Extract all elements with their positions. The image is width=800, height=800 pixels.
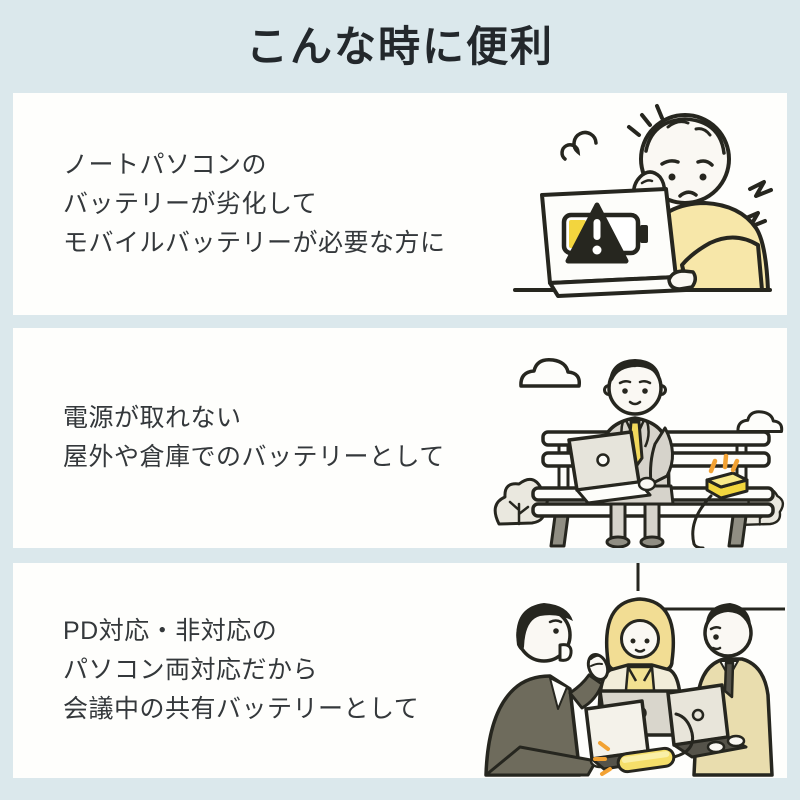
power-bank bbox=[705, 471, 749, 500]
right-man-hand bbox=[706, 740, 726, 754]
person-hair bbox=[644, 117, 726, 155]
man-hair bbox=[608, 359, 662, 386]
text-line: 屋外や倉庫でのバッテリーとして bbox=[63, 443, 445, 471]
left-man-shirt bbox=[549, 677, 568, 710]
left-man-hair bbox=[516, 603, 573, 651]
person-hand bbox=[667, 269, 697, 291]
laptop bbox=[567, 430, 657, 505]
laptop-screen bbox=[584, 699, 650, 761]
usecase-text-meeting: PD対応・非対応の パソコン両対応だから 会議中の共有バッテリーとして bbox=[13, 612, 787, 729]
text-line: 電源が取れない bbox=[63, 404, 242, 432]
low-battery-warning-icon bbox=[561, 202, 648, 264]
right-man-hair bbox=[705, 603, 752, 629]
text-line: パソコン両対応だから bbox=[63, 656, 319, 684]
window-frame-lines bbox=[636, 563, 785, 611]
colleague-center-woman bbox=[597, 597, 683, 737]
meeting-illustration bbox=[484, 563, 785, 777]
cloud-icon bbox=[736, 410, 784, 433]
usecase-card-low-battery: ノートパソコンの バッテリーが劣化して モバイルバッテリーが必要な方に bbox=[13, 93, 787, 315]
illustration-outdoor bbox=[485, 328, 785, 548]
laptop-logo bbox=[691, 708, 705, 722]
text-line: モバイルバッテリーが必要な方に bbox=[63, 228, 446, 257]
illustration-meeting bbox=[470, 563, 785, 778]
laptop bbox=[540, 187, 688, 298]
usecase-card-meeting: PD対応・非対応の パソコン両対応だから 会議中の共有バッテリーとして bbox=[13, 563, 787, 778]
page-title: こんな時に便利 bbox=[245, 23, 554, 70]
left-man-gesture-arm bbox=[568, 673, 604, 710]
power-bank bbox=[616, 746, 676, 774]
cloud-icon bbox=[519, 357, 582, 388]
left-man-gesture-hand bbox=[586, 652, 610, 682]
park-bench-illustration bbox=[493, 357, 785, 548]
right-man-hand bbox=[726, 734, 746, 748]
laptop-logo bbox=[596, 453, 610, 467]
text-line: ノートパソコンの bbox=[63, 150, 268, 179]
left-man-open-mouth bbox=[558, 643, 573, 662]
woman-face bbox=[620, 619, 660, 659]
person-brows bbox=[660, 159, 714, 167]
text-line: PD対応・非対応の bbox=[63, 617, 278, 645]
person-right-arm bbox=[667, 235, 764, 292]
squiggle-stress-icon bbox=[560, 130, 598, 161]
man-hand bbox=[637, 476, 657, 492]
lightning-stress-icon bbox=[742, 180, 773, 229]
cable bbox=[691, 494, 713, 548]
colleague-right-man bbox=[666, 603, 774, 777]
spark-icon bbox=[708, 453, 740, 474]
usecase-text-outdoor: 電源が取れない 屋外や倉庫でのバッテリーとして bbox=[13, 399, 787, 477]
spark-icon bbox=[593, 741, 612, 776]
text-line: バッテリーが劣化して bbox=[63, 189, 318, 218]
right-man-tie bbox=[723, 661, 735, 699]
text-line: 会議中の共有バッテリーとして bbox=[63, 695, 420, 723]
illustration-low-battery bbox=[500, 93, 785, 315]
worried-person-illustration bbox=[513, 104, 773, 298]
usecase-card-outdoor: 電源が取れない 屋外や倉庫でのバッテリーとして bbox=[13, 328, 787, 548]
cable bbox=[672, 712, 695, 759]
businessman bbox=[597, 359, 675, 548]
usecase-text-low-battery: ノートパソコンの バッテリーが劣化して モバイルバッテリーが必要な方に bbox=[13, 146, 787, 263]
person-frown bbox=[678, 190, 698, 198]
stress-marks-icon bbox=[627, 104, 664, 137]
